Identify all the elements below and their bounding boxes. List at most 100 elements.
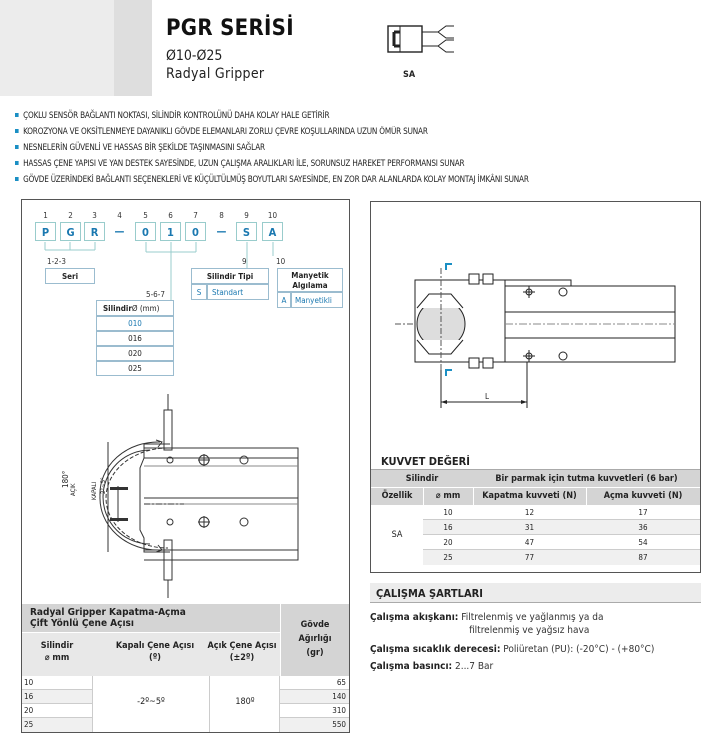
code-box: P (35, 222, 56, 241)
position-number: 3 (92, 211, 97, 220)
cyl-type-label: Silindir Tipi (191, 268, 269, 284)
conditions-title: ÇALIŞMA ŞARTLARI (376, 587, 483, 600)
magnetic-index: 10 (276, 257, 286, 266)
force-close-cell: 31 (524, 523, 535, 532)
code-box: S (236, 222, 257, 241)
cyl-cell: 20 (24, 706, 34, 715)
closed-angle-label: -2°~5° (100, 477, 107, 496)
force-table-title: KUVVET DEĞERİ (371, 453, 700, 470)
angle-table-title: Radyal Gripper Kapatma-Açma Çift Yönlü Ç… (22, 604, 280, 632)
open-side-label: AÇIK (70, 483, 77, 497)
force-header: Bir parmak için tutma kuvvetleri (6 bar) (495, 474, 678, 484)
weight-header: Gövde Ağırlığı (gr) (280, 604, 349, 676)
code-box: R (84, 222, 105, 241)
code-box: G (60, 222, 81, 241)
position-number: 10 (267, 211, 278, 220)
gripper-angle-drawing (99, 394, 299, 598)
condition-temp: Çalışma sıcaklık derecesi: Poliüretan (P… (370, 644, 655, 655)
open-angle-label: 180° (61, 470, 70, 488)
cylinder-option: 016 (96, 331, 174, 346)
feature-item: HASSAS ÇENE YAPISI VE YAN DESTEK SAYESİN… (15, 159, 465, 169)
force-cyl-header: Silindir (405, 474, 439, 484)
header-grey-stripe (114, 0, 152, 96)
cylinder-option: 025 (96, 361, 174, 376)
position-number: 9 (244, 211, 249, 220)
condition-fluid-cont: filtrelenmiş ve yağsız hava (469, 625, 590, 636)
condition-pressure: Çalışma basıncı: 2...7 Bar (370, 661, 494, 672)
force-close-cell: 47 (524, 538, 535, 547)
magnetic-code: A (277, 292, 291, 308)
symbol-label: SA (403, 70, 416, 80)
force-open-cell: 36 (638, 523, 648, 532)
cyl-type-index: 9 (242, 257, 247, 266)
feature-item: GÖVDE ÜZERİNDEKİ BAĞLANTI SEÇENEKLERİ VE… (15, 175, 529, 185)
code-dash: — (211, 222, 232, 241)
force-diam-cell: 16 (443, 523, 453, 532)
closed-side-label: KAPALI (91, 481, 98, 500)
force-open-header: Açma kuvveti (N) (603, 491, 683, 501)
force-diam-cell: 20 (443, 538, 453, 547)
connector-lines (44, 242, 274, 300)
cylinder-label: SilindirØ (mm) (96, 300, 174, 316)
open-angle-cell: 180º (235, 697, 255, 707)
force-diam-cell: 10 (443, 508, 453, 517)
position-number: 1 (43, 211, 48, 220)
feature-item: KOROZYONA VE OKSİTLENMEYE DAYANIKLI GÖVD… (15, 127, 428, 137)
conditions-header-bar (370, 583, 701, 603)
pneumatic-symbol-icon (387, 25, 454, 53)
force-diam-cell: 25 (443, 553, 453, 562)
position-number: 7 (193, 211, 198, 220)
cylinder-option: 020 (96, 346, 174, 361)
cyl-cell: 16 (24, 692, 34, 701)
position-number: 6 (168, 211, 173, 220)
magnetic-label: Manyetik Algılama (277, 268, 343, 292)
col-closed-header: Kapalı Çene Açısı (º) (115, 641, 195, 663)
seri-index: 1-2-3 (47, 257, 66, 266)
force-close-cell: 12 (524, 508, 535, 517)
force-feature-header: Özellik (381, 491, 413, 501)
col-open-header: Açık Çene Açısı (±2º) (207, 641, 277, 663)
feature-item: NESNELERİN GÜVENLİ VE HASSAS BİR ŞEKİLDE… (15, 143, 265, 153)
code-dash: — (109, 222, 130, 241)
magnetic-value: Manyetikli (291, 292, 343, 308)
position-number: 5 (143, 211, 148, 220)
force-open-cell: 54 (638, 538, 648, 547)
cyl-type-code: S (191, 284, 207, 300)
code-box: 0 (135, 222, 156, 241)
force-close-header: Kapatma kuvveti (N) (482, 491, 577, 501)
dimension-force-panel (370, 201, 701, 573)
cyl-cell: 25 (24, 720, 34, 729)
code-box: 0 (185, 222, 206, 241)
code-box: A (262, 222, 283, 241)
force-feature-cell: SA (391, 530, 403, 540)
force-diam-header: ⌀ mm (435, 491, 461, 501)
cylinder-index: 5-6-7 (146, 290, 165, 299)
weight-cell: 140 (332, 692, 346, 701)
page-title: PGR SERİSİ (166, 16, 294, 41)
angle-table: Radyal Gripper Kapatma-Açma Çift Yönlü Ç… (22, 604, 349, 732)
weight-cell: 310 (332, 706, 346, 715)
position-number: 2 (68, 211, 73, 220)
weight-cell: 550 (332, 720, 346, 729)
ordering-panel (21, 199, 350, 733)
force-table: KUVVET DEĞERİ Silindir Bir parmak için t… (371, 453, 700, 573)
condition-fluid: Çalışma akışkanı: Filtrelenmiş ve yağlan… (370, 612, 604, 623)
product-name: Radyal Gripper (166, 66, 265, 82)
position-number: 4 (117, 211, 122, 220)
force-close-cell: 77 (524, 553, 535, 562)
weight-cell: 65 (336, 678, 346, 687)
size-range: Ø10-Ø25 (166, 48, 223, 64)
closed-angle-cell: -2º~5º (137, 697, 165, 707)
force-open-cell: 17 (638, 508, 648, 517)
cylinder-option: 010 (96, 316, 174, 331)
cyl-type-value: Standart (207, 284, 269, 300)
feature-item: ÇOKLU SENSÖR BAĞLANTI NOKTASI, SİLİNDİR … (15, 111, 329, 121)
code-box: 1 (160, 222, 181, 241)
position-number: 8 (219, 211, 224, 220)
col-cyl-header: Silindir⌀ mm (40, 641, 74, 663)
cyl-cell: 10 (24, 678, 34, 687)
dimension-drawing (395, 263, 676, 408)
seri-label: Seri (45, 268, 95, 284)
length-label: L (485, 392, 490, 401)
force-open-cell: 87 (638, 553, 648, 562)
